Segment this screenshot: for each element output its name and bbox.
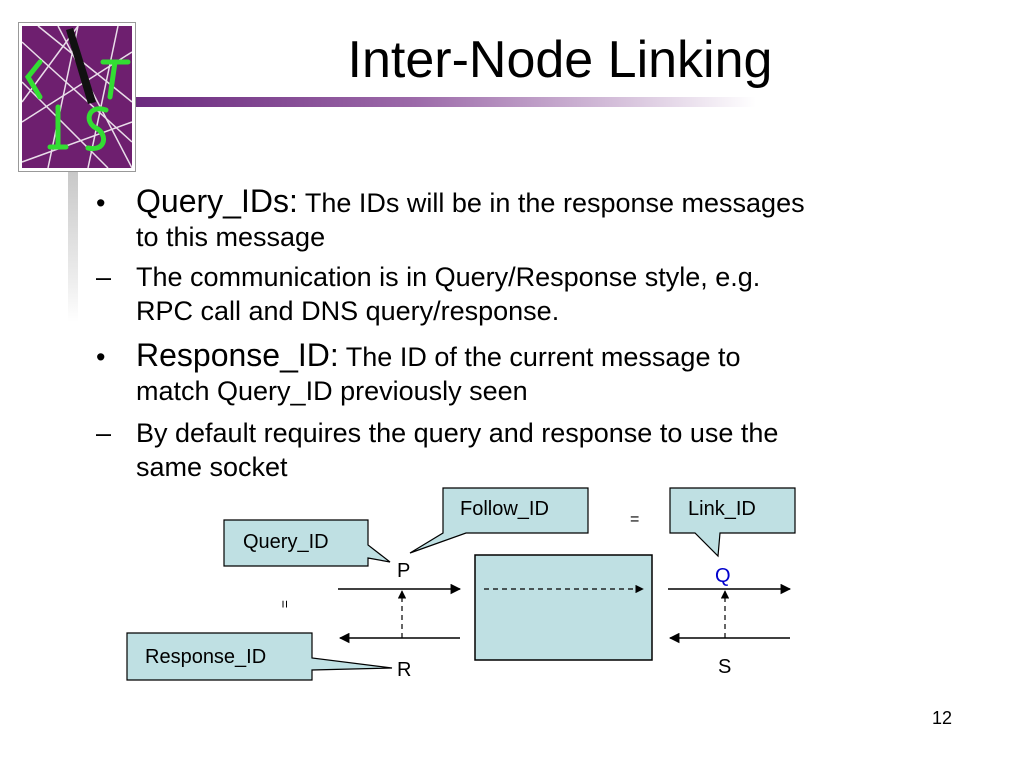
slide-number: 12 [932, 708, 953, 728]
node-label-s: S [718, 656, 731, 678]
equals-sign-vertical: = [277, 600, 293, 608]
node-box [474, 554, 653, 661]
node-label-r: R [397, 659, 411, 681]
bullet-text-line2: match Query_ID previously seen [136, 376, 528, 406]
bullet-text-line2: to this message [136, 222, 326, 252]
equals-sign: = [630, 511, 639, 528]
query-id-label: Query_ID [243, 531, 329, 553]
bullet-text: By default requires the query and respon… [136, 418, 779, 448]
node-label-q: Q [715, 565, 731, 587]
bullet-text: The IDs will be in the response messages [297, 188, 805, 218]
bullet-lead: Response_ID: [136, 337, 339, 373]
bullet-lead: Query_IDs: [136, 183, 298, 219]
bullet-text: The communication is in Query/Response s… [136, 262, 761, 292]
side-accent-bar [68, 172, 78, 322]
title-underline-bar [136, 97, 756, 107]
follow-id-callout [409, 487, 589, 554]
bullet-text-line2: same socket [136, 452, 288, 482]
bullet-marker: • [96, 342, 106, 372]
bullet-text: The ID of the current message to [338, 342, 741, 372]
bullet-marker: • [96, 188, 106, 218]
node-label-p: P [397, 560, 410, 582]
response-id-label: Response_ID [145, 646, 266, 668]
bullet-text-line2: RPC call and DNS query/response. [136, 296, 560, 326]
slide-title: Inter-Node Linking [347, 31, 773, 89]
logo [18, 22, 136, 172]
link-id-label: Link_ID [688, 498, 756, 520]
response-id-callout [126, 632, 393, 681]
bullet-marker: – [96, 418, 112, 448]
query-id-callout [223, 519, 391, 567]
link-id-callout [669, 487, 796, 558]
follow-id-label: Follow_ID [460, 498, 549, 520]
bullet-marker: – [96, 262, 112, 292]
